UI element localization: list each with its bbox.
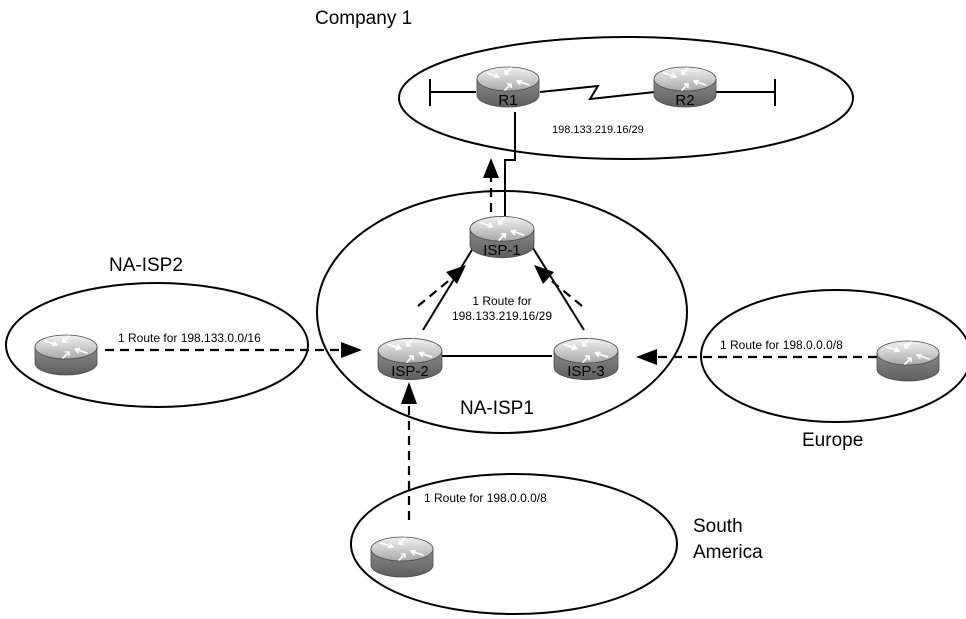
south-america-route-label: 1 Route for 198.0.0.0/8 (424, 491, 547, 505)
advert-arrowhead-south-america-to-isp2 (401, 382, 417, 404)
router-icon-europe (876, 340, 940, 382)
europe-label: Europe (802, 430, 863, 451)
router-icon-south-america (370, 536, 434, 578)
router-label-isp2: ISP-2 (391, 363, 429, 380)
europe-route-label: 1 Route for 198.0.0.0/8 (720, 338, 843, 352)
core-route-label-line2: 198.133.219.16/29 (452, 309, 552, 323)
advert-arrowhead-isp3-to-isp1 (534, 265, 554, 284)
company1-cloud (398, 36, 854, 160)
link-r1-isp1 (504, 112, 516, 220)
na-isp1-cloud (316, 190, 688, 434)
advert-arrowhead-isp1-to-r1 (483, 158, 499, 178)
link-isp1-isp2 (422, 239, 479, 331)
south-america-label-line1: South (693, 516, 743, 537)
advert-arrowhead-isp2-to-isp1 (446, 265, 466, 284)
company1-label: Company 1 (315, 8, 412, 29)
advert-arrowhead-europe-to-isp3 (636, 349, 657, 365)
router-label-isp1: ISP-1 (483, 242, 521, 259)
south-america-label-line2: America (693, 542, 763, 563)
serial-link-r1-r2 (539, 84, 656, 101)
advert-arrow-isp2-to-isp1 (417, 277, 453, 307)
router-label-r2: R2 (675, 92, 694, 109)
south-america-cloud (350, 473, 678, 615)
router-icon-na-isp2 (34, 334, 98, 376)
na-isp2-label: NA-ISP2 (109, 255, 183, 276)
advert-arrow-isp3-to-isp1 (547, 277, 583, 307)
na-isp2-route-label: 1 Route for 198.133.0.0/16 (118, 331, 261, 345)
na-isp1-label: NA-ISP1 (460, 398, 534, 419)
europe-cloud (700, 289, 966, 423)
advert-arrowhead-na-isp2-to-isp2 (341, 342, 362, 358)
router-label-isp3: ISP-3 (567, 363, 605, 380)
company-subnet-label: 198.133.219.16/29 (552, 124, 644, 136)
na-isp2-cloud (5, 282, 309, 408)
router-label-r1: R1 (498, 92, 517, 109)
core-route-label-line1: 1 Route for (472, 294, 531, 308)
